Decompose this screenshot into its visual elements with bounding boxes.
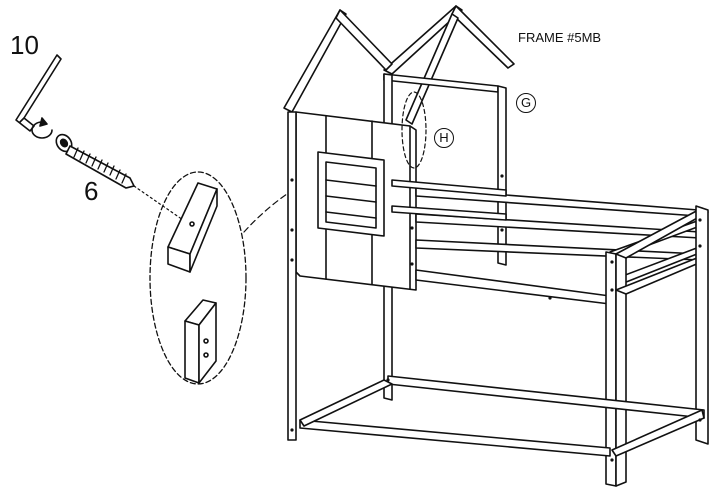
bolt-icon: [53, 132, 134, 188]
allen-key-count-label: 10: [10, 30, 39, 60]
callout-g: G: [516, 93, 536, 113]
bed-frame: [284, 6, 708, 486]
allen-key-icon: [16, 55, 61, 131]
frame-label: FRAME #5MB: [518, 30, 602, 45]
detail-view: [150, 172, 246, 384]
rotate-arrow-icon: [32, 118, 52, 138]
bolt-leader-line: [134, 186, 186, 222]
callout-h: H: [434, 128, 454, 148]
bolt-count-label: 6: [84, 176, 99, 206]
